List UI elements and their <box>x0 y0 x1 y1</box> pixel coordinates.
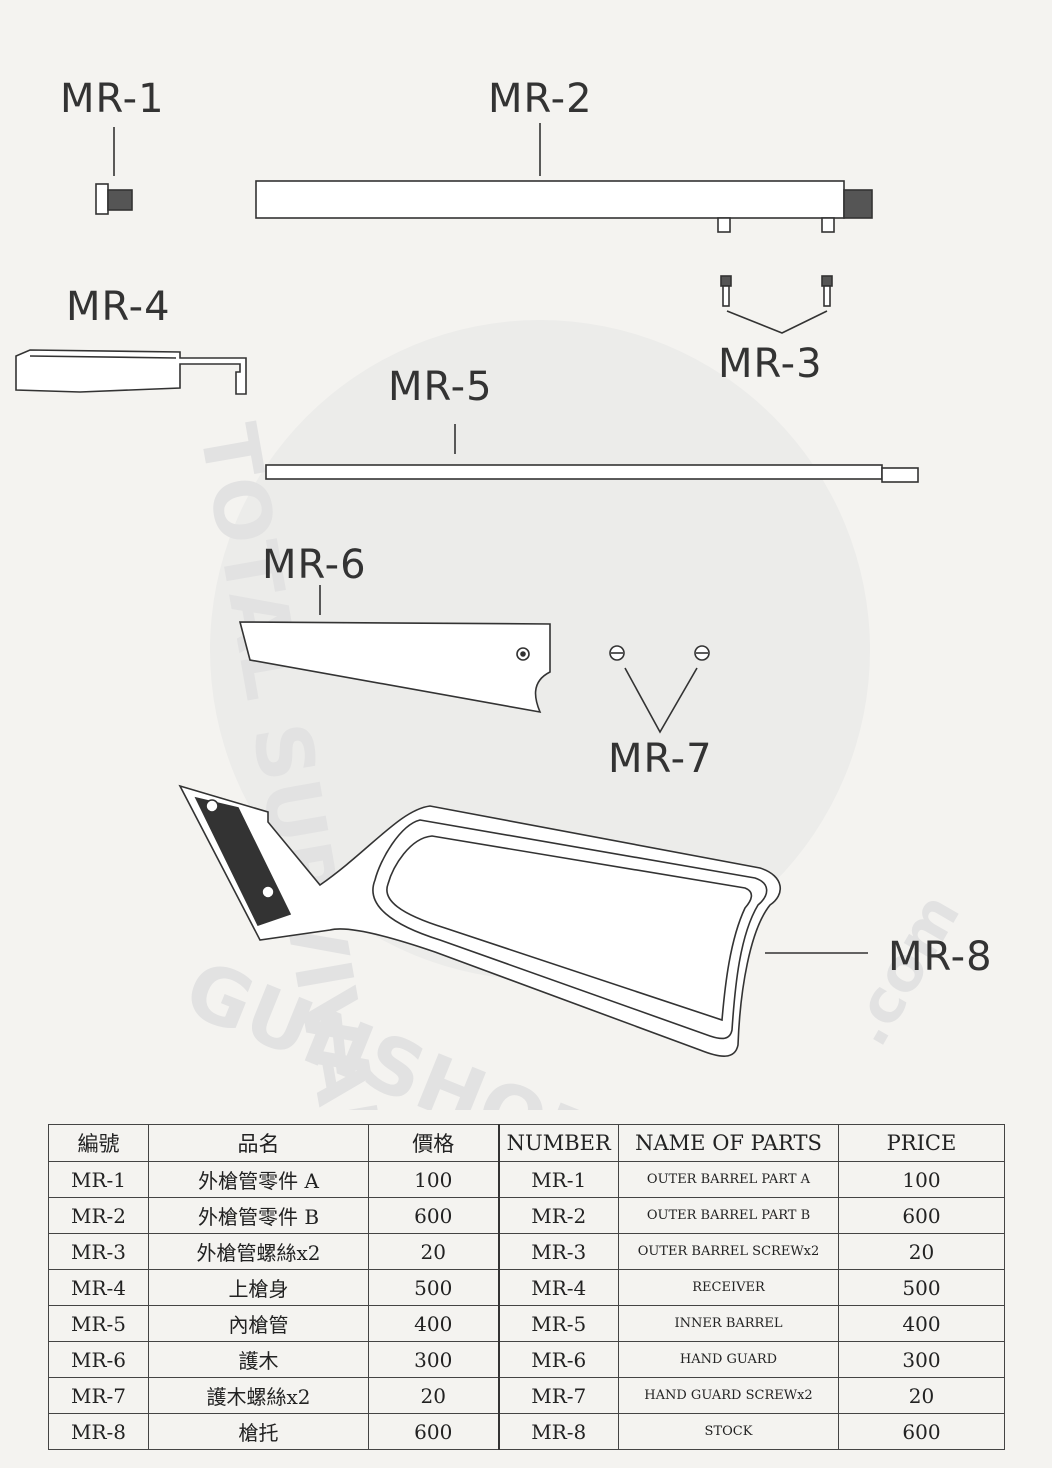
cell-price: 600 <box>368 1197 499 1234</box>
cell-no: MR-3 <box>48 1233 149 1270</box>
callout-mr4: MR-4 <box>66 284 171 330</box>
cell-no: MR-7 <box>48 1377 149 1414</box>
header-price-en: PRICE <box>838 1124 1005 1162</box>
part-mr2-outer-barrel-part-b <box>255 123 873 233</box>
cell-name-zh: 外槍管螺絲x2 <box>148 1233 369 1270</box>
table-row: MR-1 外槍管零件 A 100 MR-1 OUTER BARREL PART … <box>48 1161 1005 1198</box>
cell-price: 20 <box>368 1377 499 1414</box>
cell-no: MR-4 <box>48 1269 149 1306</box>
cell-no: MR-8 <box>48 1413 149 1450</box>
cell-number: MR-7 <box>497 1377 619 1414</box>
cell-number: MR-6 <box>497 1341 619 1378</box>
part-mr4-receiver <box>15 349 247 395</box>
table-row: MR-6 護木 300 MR-6 HAND GUARD 300 <box>48 1341 1005 1378</box>
cell-price: 20 <box>368 1233 499 1270</box>
cell-name-en: INNER BARREL <box>618 1305 839 1342</box>
cell-name-en: HAND GUARD <box>618 1341 839 1378</box>
cell-price-en: 500 <box>838 1269 1005 1306</box>
cell-number: MR-3 <box>497 1233 619 1270</box>
cell-price-en: 400 <box>838 1305 1005 1342</box>
cell-price: 100 <box>368 1161 499 1198</box>
cell-no: MR-2 <box>48 1197 149 1234</box>
cell-name-zh: 護木 <box>148 1341 369 1378</box>
cell-name-zh: 上槍身 <box>148 1269 369 1306</box>
part-mr5-inner-barrel <box>265 424 919 483</box>
cell-name-zh: 外槍管零件 B <box>148 1197 369 1234</box>
cell-price-en: 600 <box>838 1197 1005 1234</box>
cell-name-en: OUTER BARREL PART B <box>618 1197 839 1234</box>
callout-mr3: MR-3 <box>718 341 823 387</box>
cell-price-en: 600 <box>838 1413 1005 1450</box>
cell-price-en: 20 <box>838 1377 1005 1414</box>
table-row: MR-8 槍托 600 MR-8 STOCK 600 <box>48 1413 1005 1450</box>
cell-name-zh: 外槍管零件 A <box>148 1161 369 1198</box>
table-row: MR-4 上槍身 500 MR-4 RECEIVER 500 <box>48 1269 1005 1306</box>
callout-mr8: MR-8 <box>888 934 993 980</box>
parts-price-table: 編號 品名 價格 NUMBER NAME OF PARTS PRICE MR-1… <box>48 1124 1005 1450</box>
part-mr7-hand-guard-screws <box>609 645 710 734</box>
exploded-parts-diagram: TOTAL SURVIVAL GUNSHOP GUNDAY .com MR-1 … <box>15 76 993 1110</box>
cell-no: MR-1 <box>48 1161 149 1198</box>
part-mr3-outer-barrel-screws <box>720 275 833 334</box>
cell-name-zh: 內槍管 <box>148 1305 369 1342</box>
cell-price: 600 <box>368 1413 499 1450</box>
cell-number: MR-5 <box>497 1305 619 1342</box>
cell-name-en: HAND GUARD SCREWx2 <box>618 1377 839 1414</box>
cell-name-en: OUTER BARREL SCREWx2 <box>618 1233 839 1270</box>
table-header-row: 編號 品名 價格 NUMBER NAME OF PARTS PRICE <box>48 1124 1005 1162</box>
cell-price-en: 20 <box>838 1233 1005 1270</box>
cell-number: MR-2 <box>497 1197 619 1234</box>
cell-price: 300 <box>368 1341 499 1378</box>
cell-name-zh: 護木螺絲x2 <box>148 1377 369 1414</box>
table-row: MR-5 內槍管 400 MR-5 INNER BARREL 400 <box>48 1305 1005 1342</box>
header-number-en: NUMBER <box>497 1124 619 1162</box>
table-row: MR-2 外槍管零件 B 600 MR-2 OUTER BARREL PART … <box>48 1197 1005 1234</box>
callout-mr2: MR-2 <box>488 76 593 122</box>
cell-no: MR-6 <box>48 1341 149 1378</box>
cell-price-en: 300 <box>838 1341 1005 1378</box>
cell-price: 400 <box>368 1305 499 1342</box>
header-price-zh: 價格 <box>368 1124 499 1162</box>
header-name-zh: 品名 <box>148 1124 369 1162</box>
cell-name-en: STOCK <box>618 1413 839 1450</box>
part-mr1-outer-barrel-part-a <box>95 127 133 215</box>
cell-name-en: OUTER BARREL PART A <box>618 1161 839 1198</box>
header-name-en: NAME OF PARTS <box>618 1124 839 1162</box>
header-number-zh: 編號 <box>48 1124 149 1162</box>
cell-price-en: 100 <box>838 1161 1005 1198</box>
cell-price: 500 <box>368 1269 499 1306</box>
table-row: MR-7 護木螺絲x2 20 MR-7 HAND GUARD SCREWx2 2… <box>48 1377 1005 1414</box>
cell-no: MR-5 <box>48 1305 149 1342</box>
callout-mr7: MR-7 <box>608 736 713 782</box>
callout-mr5: MR-5 <box>388 364 493 410</box>
cell-name-zh: 槍托 <box>148 1413 369 1450</box>
callout-mr1: MR-1 <box>60 76 165 122</box>
cell-number: MR-8 <box>497 1413 619 1450</box>
part-mr6-hand-guard <box>238 585 551 714</box>
cell-number: MR-1 <box>497 1161 619 1198</box>
table-row: MR-3 外槍管螺絲x2 20 MR-3 OUTER BARREL SCREWx… <box>48 1233 1005 1270</box>
part-mr8-stock <box>178 784 868 1057</box>
callout-mr6: MR-6 <box>262 542 367 588</box>
cell-name-en: RECEIVER <box>618 1269 839 1306</box>
cell-number: MR-4 <box>497 1269 619 1306</box>
